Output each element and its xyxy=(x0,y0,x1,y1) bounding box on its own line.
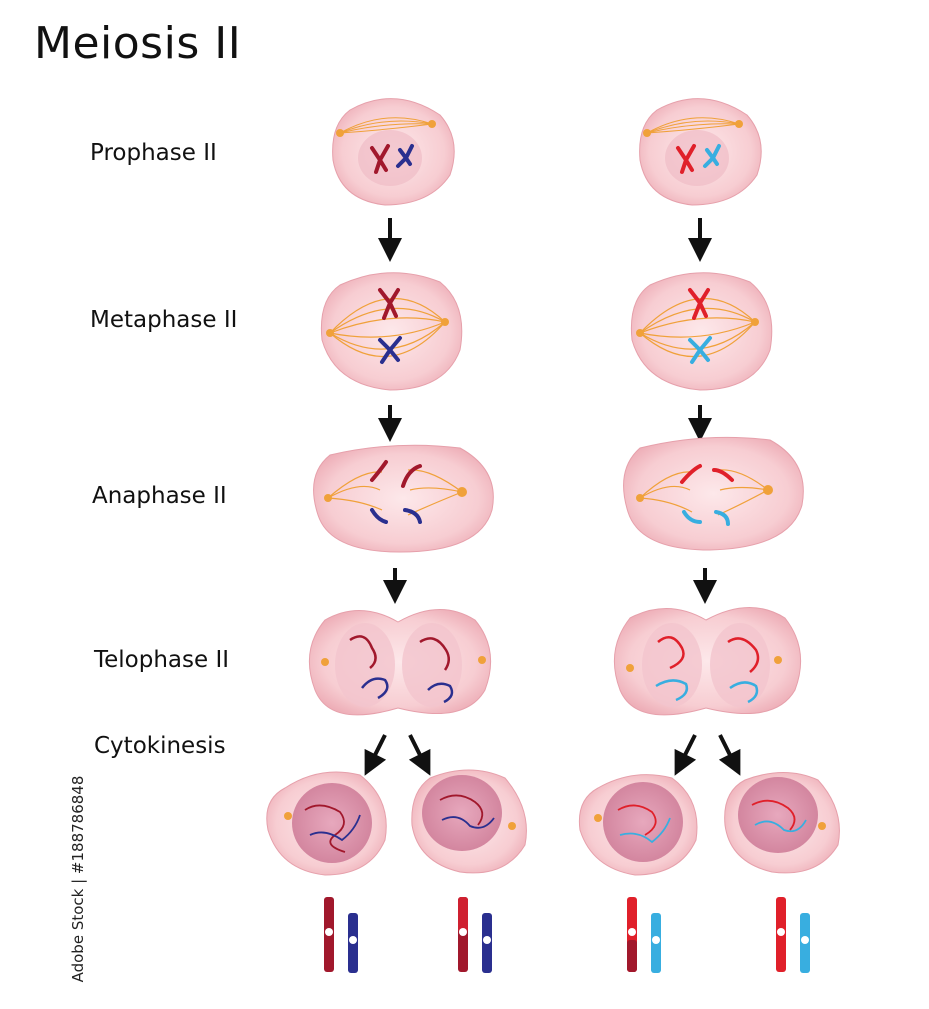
daughter-cell-4 xyxy=(724,772,840,874)
telophase-cell-right xyxy=(613,607,802,716)
centrosome-icon xyxy=(643,129,651,137)
label-cytokinesis: Cytokinesis xyxy=(94,733,226,759)
chromatid-pair-3 xyxy=(627,897,661,973)
anaphase-cell-right xyxy=(623,436,804,551)
label-telophase: Telophase II xyxy=(94,647,230,673)
centrosome-icon xyxy=(428,120,436,128)
chromatid-pair-4 xyxy=(776,897,810,973)
arrow-diagonal-icon xyxy=(408,734,431,776)
label-metaphase: Metaphase II xyxy=(90,307,238,333)
prophase-cell-left xyxy=(332,98,455,206)
daughter-cell-1 xyxy=(266,771,387,876)
label-prophase: Prophase II xyxy=(90,140,217,166)
daughter-cell-2 xyxy=(411,769,527,874)
centrosome-icon xyxy=(735,120,743,128)
telophase-cell-left xyxy=(308,609,492,716)
daughter-cell-3 xyxy=(578,774,698,876)
metaphase-cell-right xyxy=(630,272,773,391)
centrosome-icon xyxy=(336,129,344,137)
arrow-diagonal-icon xyxy=(364,734,387,776)
chromatid-pair-1 xyxy=(324,897,358,973)
metaphase-cell-left xyxy=(320,272,463,391)
prophase-cell-right xyxy=(639,98,762,206)
chromatid-pair-2 xyxy=(458,897,492,973)
anaphase-cell-left xyxy=(313,444,494,553)
arrow-diagonal-icon xyxy=(718,734,741,776)
page-title: Meiosis II xyxy=(34,18,242,69)
arrow-diagonal-icon xyxy=(674,734,697,776)
label-anaphase: Anaphase II xyxy=(92,483,227,509)
